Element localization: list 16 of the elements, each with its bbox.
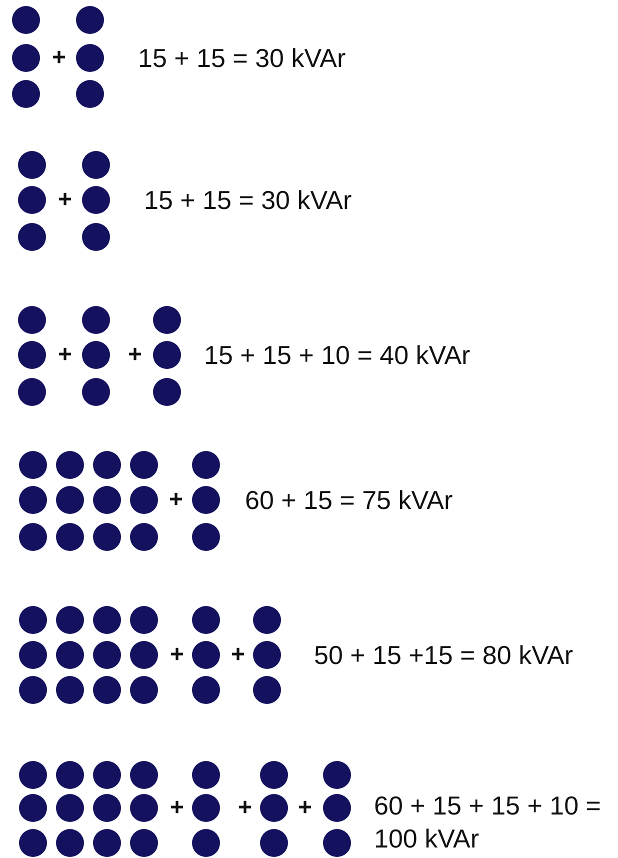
plus-sign: + — [231, 640, 245, 670]
plus-sign: + — [128, 340, 142, 370]
equation-text: 50 + 15 +15 = 80 kVAr — [314, 638, 573, 672]
plus-sign: + — [238, 793, 252, 823]
plus-sign: + — [52, 43, 66, 73]
plus-sign: + — [58, 185, 72, 215]
plus-sign: + — [170, 793, 184, 823]
plus-sign: + — [298, 793, 312, 823]
plus-sign: + — [58, 340, 72, 370]
equation-text: 15 + 15 = 30 kVAr — [144, 184, 352, 216]
equation-text: 60 + 15 + 15 + 10 = 100 kVAr — [374, 790, 602, 854]
equation-text: 15 + 15 = 30 kVAr — [138, 42, 346, 74]
plus-sign: + — [169, 485, 183, 515]
equation-text: 60 + 15 = 75 kVAr — [245, 484, 453, 516]
plus-sign: + — [170, 640, 184, 670]
equation-text: 15 + 15 + 10 = 40 kVAr — [204, 338, 470, 372]
